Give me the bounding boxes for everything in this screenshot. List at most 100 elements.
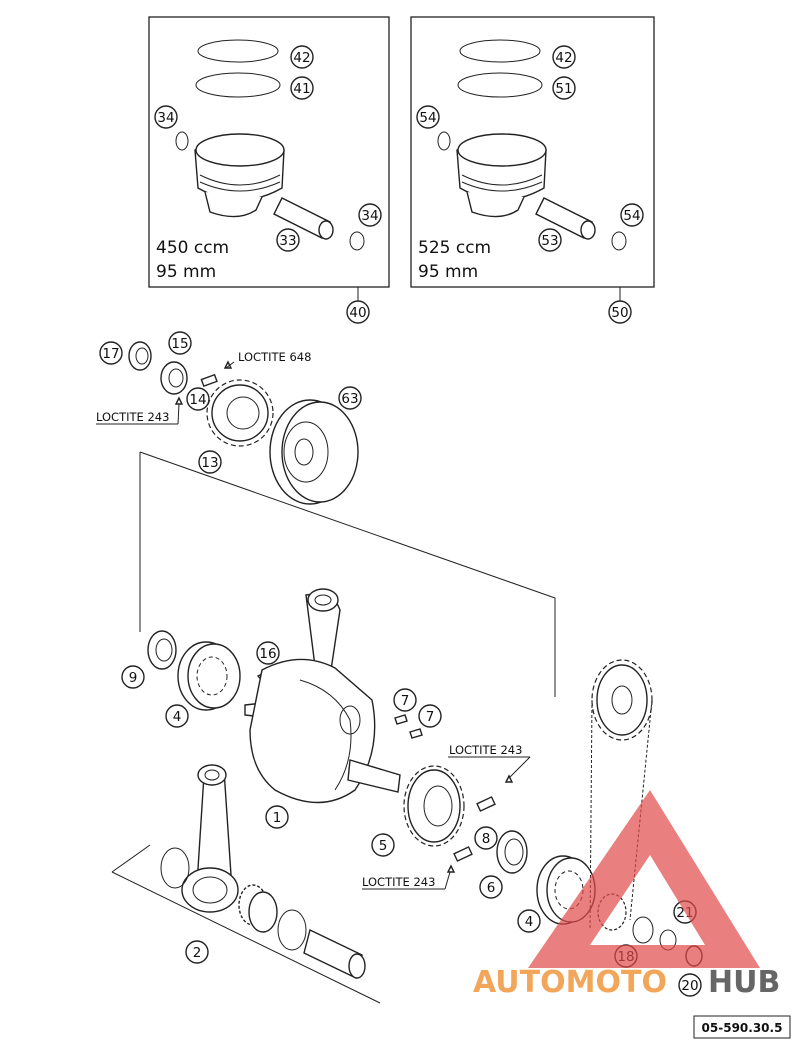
callout-7-a: 7 (393, 688, 417, 712)
kit-displacement: 450 ccm (156, 238, 229, 258)
watermark-text-b: HUB (708, 965, 780, 1000)
svg-text:54: 54 (419, 110, 436, 126)
loctite-243-label-a: LOCTITE 243 (96, 410, 169, 424)
piston-ring-second (457, 72, 543, 98)
callout-17: 17 (99, 341, 123, 365)
svg-text:1: 1 (273, 810, 282, 826)
piston-ring-top (459, 39, 541, 63)
svg-text:8: 8 (482, 831, 491, 847)
callout-63: 63 (338, 386, 362, 410)
callout-9: 9 (121, 665, 145, 689)
svg-text:4: 4 (525, 914, 534, 930)
bearing-15-icon (160, 361, 188, 395)
screw-icon (453, 846, 473, 862)
svg-text:20: 20 (681, 978, 698, 994)
svg-text:50: 50 (611, 305, 628, 321)
piston-pin-icon (535, 197, 596, 240)
key-7a-icon (394, 714, 408, 725)
needle-bearing-icon (238, 884, 278, 933)
callout-4-a: 4 (165, 704, 189, 728)
circlip-left (437, 131, 451, 151)
key-7b-icon (409, 728, 423, 739)
callout-50: 50 (608, 300, 632, 324)
callout-53: 53 (538, 228, 562, 252)
piston-kit-525: 42 51 54 54 53 525 ccm 95 mm 50 (410, 16, 655, 324)
svg-text:05-590.30.5: 05-590.30.5 (702, 1021, 783, 1035)
piston-kit-450: 42 41 34 34 33 450 ccm 95 mm 40 (148, 16, 390, 324)
svg-text:63: 63 (341, 391, 358, 407)
kit-bore: 95 mm (418, 262, 478, 282)
screw-8-icon (476, 796, 496, 812)
svg-text:34: 34 (157, 110, 174, 126)
seal-ring-17-icon (128, 341, 152, 371)
piston-icon (194, 133, 285, 218)
seal-ring-9-icon (147, 630, 177, 670)
callout-42-b: 42 (552, 45, 576, 69)
svg-text:9: 9 (129, 670, 138, 686)
conrod-kit-icon (111, 764, 381, 1004)
callout-33: 33 (276, 228, 300, 252)
piston-icon (456, 133, 547, 218)
loctite-drop-icon (174, 396, 184, 405)
callout-4-b: 4 (517, 909, 541, 933)
crankshaft-icon (244, 588, 401, 804)
callout-34-b: 34 (358, 203, 382, 227)
callout-34-a: 34 (154, 105, 178, 129)
svg-text:17: 17 (102, 346, 119, 362)
svg-text:16: 16 (259, 646, 276, 662)
callout-1: 1 (265, 805, 289, 829)
callout-20: 20 (678, 973, 702, 997)
callout-6: 6 (479, 875, 503, 899)
callout-7-b: 7 (418, 704, 442, 728)
washer-6-icon (496, 830, 528, 874)
svg-text:15: 15 (171, 336, 188, 352)
reference-number: 05-590.30.5 (693, 1015, 791, 1039)
callout-5: 5 (371, 833, 395, 857)
watermark-logo (528, 790, 760, 968)
bearing-4-icon (177, 641, 241, 711)
piston-ring-top (197, 39, 279, 63)
gear-13-icon (206, 379, 274, 447)
kit-displacement: 525 ccm (418, 238, 491, 258)
callout-54-a: 54 (416, 105, 440, 129)
callout-15: 15 (168, 331, 192, 355)
svg-text:54: 54 (623, 208, 640, 224)
svg-text:4: 4 (173, 709, 182, 725)
callout-40: 40 (346, 300, 370, 324)
loctite-243-label-c: LOCTITE 243 (362, 875, 435, 889)
loctite-648-label: LOCTITE 648 (238, 350, 311, 364)
svg-text:53: 53 (541, 233, 558, 249)
screw-icon (200, 373, 218, 388)
loctite-drop-icon (504, 774, 514, 783)
svg-text:41: 41 (293, 81, 310, 97)
callout-42-a: 42 (290, 45, 314, 69)
loctite-243-label-b: LOCTITE 243 (449, 743, 522, 757)
svg-text:13: 13 (201, 455, 218, 471)
svg-text:14: 14 (189, 392, 206, 408)
callout-13: 13 (198, 450, 222, 474)
svg-text:42: 42 (555, 50, 572, 66)
svg-text:40: 40 (349, 305, 366, 321)
svg-text:34: 34 (361, 208, 378, 224)
circlip-right (611, 231, 627, 251)
watermark-text-a: AUTOMOTO (473, 965, 667, 1000)
callout-51: 51 (552, 76, 576, 100)
svg-text:2: 2 (193, 945, 202, 961)
svg-text:51: 51 (555, 81, 572, 97)
gear-5-icon (403, 765, 465, 847)
callout-2: 2 (185, 940, 209, 964)
washer-21-icon (632, 916, 654, 944)
callout-16: 16 (256, 641, 280, 665)
flywheel-63-icon (269, 399, 359, 505)
circlip-right (349, 231, 365, 251)
callout-8: 8 (474, 826, 498, 850)
svg-text:7: 7 (426, 709, 435, 725)
piston-pin-icon (273, 197, 334, 240)
svg-text:33: 33 (279, 233, 296, 249)
loctite-drop-icon (446, 864, 456, 873)
callout-41: 41 (290, 76, 314, 100)
svg-text:42: 42 (293, 50, 310, 66)
callout-54-b: 54 (620, 203, 644, 227)
kit-bore: 95 mm (156, 262, 216, 282)
